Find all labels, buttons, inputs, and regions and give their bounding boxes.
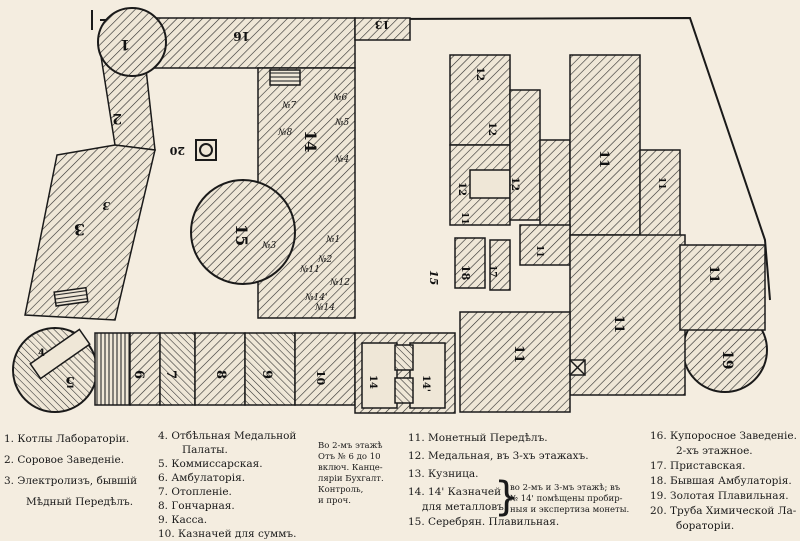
- room-label-11-small: 11: [534, 245, 544, 258]
- room-label-9: 9: [259, 370, 274, 379]
- room-label-15-silver: 15: [427, 270, 440, 285]
- room-label-14-prime: 14': [420, 375, 431, 392]
- legend-item-10: 10. Казначей для суммъ.: [158, 528, 297, 540]
- note-floor2-4: ляріи Бухгалт.: [318, 474, 384, 484]
- mark-n3: №3: [261, 241, 277, 251]
- legend-item-2: 2. Соровое Заведеніе.: [4, 454, 125, 466]
- room-label-11-center: 11: [611, 315, 626, 333]
- room-4-passage: [29, 328, 91, 380]
- legend-item-1: 1. Котлы Лабораторіи.: [4, 433, 130, 445]
- room-label-2: 2: [112, 110, 122, 126]
- mark-n4: №4: [334, 155, 350, 165]
- mark-n12: №12: [329, 278, 350, 288]
- legend-item-16-cont: 2-хъ этажное.: [676, 445, 753, 457]
- right-complex: [449, 54, 766, 413]
- room-label-11-top: 11: [596, 150, 611, 168]
- left-wing: [24, 49, 156, 321]
- room-label-20: 20: [169, 144, 185, 157]
- mark-n14: №14: [314, 303, 335, 313]
- room-label-13: 13: [375, 18, 390, 31]
- legend-item-11: 11. Монетный Передѣлъ.: [408, 432, 548, 444]
- room-label-11-mini: 11: [459, 212, 469, 225]
- room-label-14-center: 14: [367, 375, 378, 389]
- room-label-11-bottom: 11: [511, 345, 526, 363]
- mark-n5: №5: [334, 118, 350, 128]
- note-14-3: ныя и экспертиза монеты.: [510, 505, 630, 515]
- room-label-12-c: 12: [456, 182, 467, 196]
- room-label-15: 15: [232, 224, 251, 246]
- room-15-tower: [190, 179, 296, 285]
- legend-item-6: 6. Амбулаторія.: [158, 472, 246, 484]
- room-label-3: 3: [74, 220, 85, 239]
- legend-item-18: 18. Бывшая Амбулаторія.: [650, 475, 792, 487]
- legend-item-14-cont: для металловъ.: [422, 501, 508, 513]
- legend-item-7: 7. Отопленіе.: [158, 486, 232, 498]
- room-label-5: 5: [65, 373, 75, 389]
- mark-n6: №6: [332, 93, 348, 103]
- note-floor2-5: Контроль,: [318, 485, 364, 495]
- mark-n11: №11: [299, 265, 320, 275]
- room-label-7: 7: [163, 370, 178, 379]
- legend-item-13: 13. Кузница.: [408, 468, 479, 480]
- legend-item-20: 20. Труба Химической Ла-: [650, 505, 797, 517]
- note-14-2: № 14' помѣщены пробир-: [510, 494, 623, 504]
- legend-item-3: 3. Электролизъ, бывшій: [4, 475, 138, 487]
- brace-icon: }: [494, 474, 520, 520]
- note-floor2-2: Отъ № 6 до 10: [318, 452, 381, 462]
- legend-item-4: 4. Отбѣльная Медальной: [158, 430, 297, 442]
- bottom-row: [94, 332, 456, 414]
- legend-item-12: 12. Медальная, въ 3-хъ этажахъ.: [408, 450, 589, 462]
- room-label-11-right: 11: [706, 265, 721, 283]
- floor-plan: 1 16 13 2 3 3 14 15 20 4 5 6 7 8 9 10 14…: [12, 7, 771, 414]
- note-floor2-3: включ. Канце-: [318, 463, 383, 473]
- room-label-12-d: 12: [509, 177, 520, 191]
- room-label-8: 8: [213, 370, 228, 379]
- chimney-20: [195, 139, 217, 161]
- room-label-12-a: 12: [474, 67, 485, 81]
- room-label-17: 17: [487, 265, 497, 278]
- legend-item-20-cont: бораторіи.: [676, 520, 735, 532]
- legend-item-17: 17. Приставская.: [650, 460, 746, 472]
- mark-n14p: №14': [304, 293, 327, 303]
- note-floor2-1: Во 2-мъ этажѣ: [318, 441, 383, 451]
- legend-item-19: 19. Золотая Плавильная.: [650, 490, 789, 502]
- room-label-12-b: 12: [486, 122, 497, 136]
- room-label-11-col: 11: [656, 177, 666, 190]
- legend-item-8: 8. Гончарная.: [158, 500, 235, 512]
- mark-n2: №2: [317, 255, 333, 265]
- legend-item-15: 15. Серебрян. Плавильная.: [408, 516, 560, 528]
- legend-item-3-cont: Мѣдный Передѣлъ.: [26, 496, 134, 508]
- legend-item-9: 9. Касса.: [158, 514, 208, 526]
- room-label-19: 19: [719, 350, 735, 369]
- legend: 1. Котлы Лабораторіи. 2. Соровое Заведен…: [0, 425, 800, 540]
- mark-n7: №7: [281, 101, 297, 111]
- room-label-14: 14: [301, 130, 320, 152]
- room-label-3-alt: 3: [102, 199, 110, 212]
- legend-item-14: 14. 14' Казначей: [408, 486, 502, 498]
- mark-n1: №1: [325, 235, 340, 245]
- room-label-6: 6: [131, 370, 146, 379]
- legend-item-5: 5. Коммиссарская.: [158, 458, 263, 470]
- room-label-4: 4: [38, 348, 45, 359]
- legend-item-4-cont: Палаты.: [182, 444, 228, 456]
- mark-n8: №8: [277, 128, 293, 138]
- room-label-1: 1: [120, 36, 130, 52]
- room-1-tower: [97, 7, 167, 77]
- note-floor2-6: и проч.: [318, 496, 351, 506]
- legend-item-16: 16. Купоросное Заведеніе.: [650, 430, 797, 442]
- room-label-10: 10: [314, 370, 327, 386]
- room-label-18: 18: [459, 265, 472, 281]
- room-label-16: 16: [233, 29, 250, 43]
- note-14-1: во 2-мъ и 3-мъ этажѣ; въ: [510, 483, 621, 493]
